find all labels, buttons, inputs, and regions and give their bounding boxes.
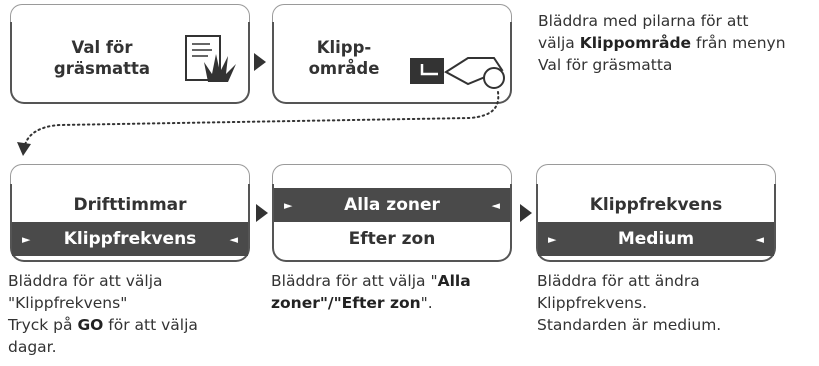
caption-1: Bläddra för att välja "Klippfrekvens" Tr… (8, 270, 258, 358)
menu-item-label: Alla zoner (344, 195, 440, 215)
next-arrow (256, 204, 268, 222)
menu-item-label: Drifttimmar (73, 195, 187, 215)
chevron-right-icon: ► (284, 198, 293, 212)
label-line1: Klipp- (316, 38, 372, 57)
panel-top-edge (10, 4, 250, 24)
label-line1: Val för (71, 38, 133, 57)
caption-line: Klippfrekvens. (537, 294, 647, 312)
menu-item-efter-zon[interactable]: Efter zon (274, 222, 510, 256)
menu-item-label: Efter zon (348, 229, 436, 249)
text: från menyn (691, 34, 786, 52)
text: Tryck på (8, 316, 78, 334)
bold-text: zoner"/"Efter zon (271, 294, 421, 312)
chevron-left-icon: ◄ (229, 232, 238, 246)
caption-2: Bläddra för att välja "Alla zoner"/"Efte… (271, 270, 526, 314)
bold-text: GO (77, 316, 104, 334)
text: för att välja (103, 316, 198, 334)
mower-area-icon (410, 57, 505, 89)
next-arrow (254, 53, 266, 71)
panel-top-edge (536, 164, 776, 186)
panel-top-edge (10, 164, 250, 186)
caption-line: Standarden är medium. (537, 316, 722, 334)
caption-top: Bläddra med pilarna för att välja Klippo… (538, 10, 818, 76)
caption-line: Bläddra för att välja "Alla (271, 270, 526, 292)
panel-frame: Drifttimmar ► Klippfrekvens ◄ (10, 184, 250, 262)
caption-line: Tryck på GO för att välja (8, 314, 258, 336)
bold-text: Alla (437, 272, 471, 290)
panel-frame: Klippfrekvens ► Medium ◄ (536, 184, 776, 262)
caption-line: Bläddra för att ändra (537, 272, 700, 290)
label-line2: gräsmatta (53, 59, 151, 78)
panel-frame: ► Alla zoner ◄ Efter zon (272, 184, 512, 262)
label-line2: område (308, 59, 380, 78)
text: Bläddra för att välja " (271, 272, 438, 290)
panel-top-edge (272, 4, 512, 24)
chevron-left-icon: ◄ (491, 198, 500, 212)
panel-frame: Klipp- område (272, 22, 512, 104)
caption-line: zoner"/"Efter zon". (271, 292, 526, 314)
panel-top-edge (272, 164, 512, 186)
value-medium-selected[interactable]: ► Medium ◄ (538, 222, 774, 256)
panel-label: Val för gräsmatta (42, 37, 162, 79)
text: välja (538, 34, 580, 52)
next-arrow (520, 204, 532, 222)
caption-line: Bläddra med pilarna för att (538, 12, 749, 30)
panel-frame: Val för gräsmatta (10, 22, 250, 104)
caption-line: välja Klippområde från menyn (538, 32, 818, 54)
panel-heading-klippfrekvens: Klippfrekvens (538, 188, 774, 222)
menu-item-klippfrekvens-selected[interactable]: ► Klippfrekvens ◄ (12, 222, 248, 256)
text: ". (420, 294, 433, 312)
menu-item-alla-zoner-selected[interactable]: ► Alla zoner ◄ (274, 188, 510, 222)
caption-3: Bläddra för att ändra Klippfrekvens. Sta… (537, 270, 807, 336)
heading-label: Klippfrekvens (589, 195, 723, 215)
chevron-right-icon: ► (22, 232, 31, 246)
caption-line: "Klippfrekvens" (8, 294, 128, 312)
caption-line: Bläddra för att välja (8, 272, 163, 290)
value-label: Medium (617, 229, 695, 249)
menu-item-drifttimmar[interactable]: Drifttimmar (12, 188, 248, 222)
menu-item-label: Klippfrekvens (63, 229, 197, 249)
panel-label: Klipp- område (274, 37, 414, 79)
chevron-right-icon: ► (548, 232, 557, 246)
caption-line: dagar. (8, 338, 57, 356)
chevron-left-icon: ◄ (755, 232, 764, 246)
caption-line: Val för gräsmatta (538, 56, 673, 74)
lawn-document-icon (185, 35, 236, 82)
bold-text: Klippområde (579, 34, 692, 52)
